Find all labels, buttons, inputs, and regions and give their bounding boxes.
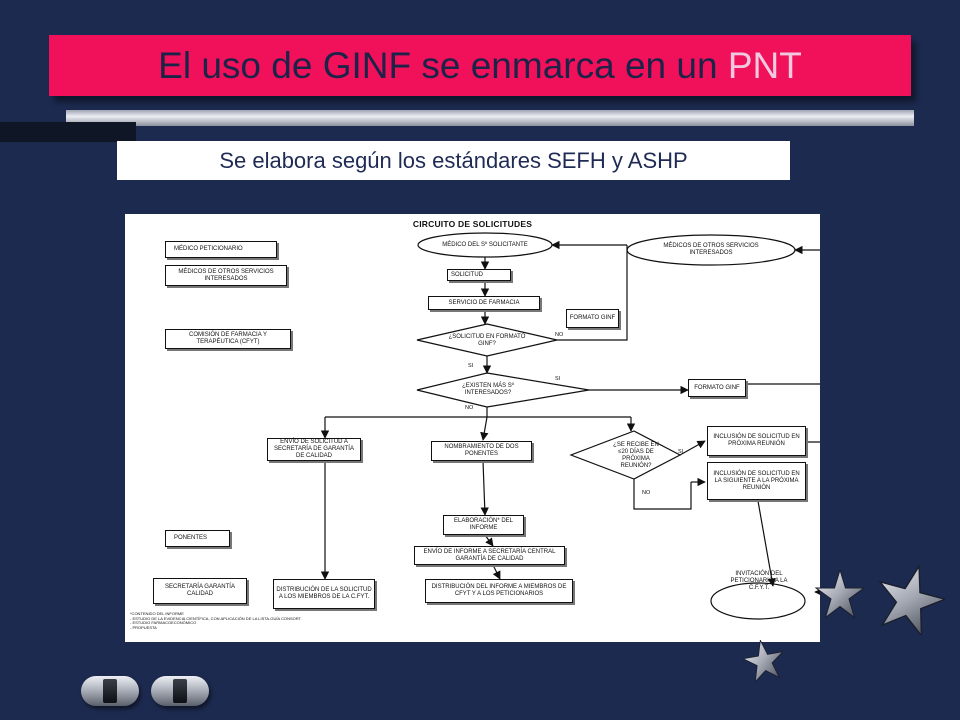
slide-title: El uso de GINF se enmarca en un PNT [49,35,911,96]
node-medicos-otros-legend: MÉDICOS DE OTROS SERVICIOS INTERESADOS [165,265,287,286]
node-text: ¿EXISTEN MÁS Sº INTERESADOS? [462,383,514,396]
node-ponentes: PONENTES [165,530,230,547]
slide-subtitle: Se elabora según los estándares SEFH y A… [219,148,688,173]
branch-si-2: SI [555,376,561,382]
arrow-envio-informe-distribucion [492,564,501,580]
node-text: FORMATO GINF [694,384,740,391]
arrow-inclusion-siguiente-invitacion [757,500,776,587]
node-medico-peticionario: MÉDICO PETICIONARIO [165,241,277,258]
node-distribucion-solicitud: DISTRIBUCIÓN DE LA SOLICITUD A LOS MIEMB… [273,579,375,609]
arrow-nombramiento-elaboracion [480,460,489,516]
title-rule [66,110,914,126]
star-icon [815,570,865,619]
node-distribucion-informe: DISTRIBUCIÓN DEL INFORME A MIEMBROS DE C… [425,579,573,603]
label-decision-recibe: ¿SE RECIBE EN ≤20 DÍAS DE PRÓXIMA REUNIÓ… [609,442,663,470]
next-icon [173,679,187,703]
arrow-elaboracion-envio-informe [484,534,494,547]
node-inclusion-siguiente: INCLUSIÓN DE SOLICITUD EN LA SIGUIENTE A… [707,462,806,500]
node-text: MÉDICOS DE OTROS SERVICIOS INTERESADOS [178,268,274,282]
title-prefix: El uso de GINF se enmarca en un [158,45,728,86]
node-text: ELABORACIÓN* DEL INFORME [453,518,514,531]
line-mas-no [325,407,631,418]
node-envio-informe: ENVÍO DE INFORME A SECRETARÍA CENTRAL GA… [414,546,565,565]
star-icon [878,565,945,635]
arrow-no-nombramiento [480,416,489,441]
node-nombramiento: NOMBRAMIENTO DE DOS PONENTES [431,441,532,461]
label-medico-solicitante: MÉDICO DEL Sº SOLICITANTE [425,240,545,251]
node-text: ENVÍO DE SOLICITUD A SECRETARÍA DE GARAN… [274,439,354,459]
previous-button[interactable] [81,676,139,706]
node-text: NOMBRAMIENTO DE DOS PONENTES [444,444,519,457]
note-line: - ESTUDIO DE LA EVIDENCIA CIENTÍFICA, CO… [130,615,302,621]
node-text: COMISIÓN DE FARMACIA Y TERAPÉUTICA (CFYT… [189,332,267,345]
node-formato-ginf-2: FORMATO GINF [688,379,746,397]
node-secretaria: SECRETARÍA GARANTÍA CALIDAD [153,578,247,604]
line-formato-no [557,245,628,341]
node-servicio-farmacia: SERVICIO DE FARMACIA [428,296,540,310]
subtitle-box: Se elabora según los estándares SEFH y A… [117,141,790,180]
branch-no-3: NO [642,490,651,496]
node-text: MÉDICO PETICIONARIO [174,246,243,252]
node-text: ¿SOLICITUD EN FORMATO GINF? [448,334,526,347]
node-text: PONENTES [174,535,208,541]
node-text: DISTRIBUCIÓN DEL INFORME A MIEMBROS DE C… [431,584,567,597]
branch-si-3: SI [678,449,684,455]
title-bar: El uso de GINF se enmarca en un PNT [49,35,911,96]
node-text: INCLUSIÓN DE SOLICITUD EN PRÓXIMA REUNIÓ… [713,434,800,447]
node-text: DISTRIBUCIÓN DE LA SOLICITUD A LOS MIEMB… [276,587,372,600]
note-line: *CONTENIDO DEL INFORME [130,611,184,616]
label-medicos-otros-top: MÉDICOS DE OTROS SERVICIOS INTERESADOS [652,240,770,260]
node-inclusion-proxima: INCLUSIÓN DE SOLICITUD EN PRÓXIMA REUNIÓ… [707,426,806,456]
flow-connectors [320,232,820,620]
node-text: SERVICIO DE FARMACIA [448,299,520,306]
node-envio-solicitud: ENVÍO DE SOLICITUD A SECRETARÍA DE GARAN… [267,438,361,461]
branch-no-1: NO [555,332,564,338]
next-button[interactable] [151,676,209,706]
node-text: INCLUSIÓN DE SOLICITUD EN LA SIGUIENTE A… [713,470,800,491]
flow-diagram: CIRCUITO DE SOLICITUDES MÉDICO PETICIONA… [125,214,820,642]
node-text: SECRETARÍA GARANTÍA CALIDAD [165,584,235,597]
title-rule-shadow [0,122,136,142]
diagram-notes: *CONTENIDO DEL INFORME - ESTUDIO DE LA E… [130,611,302,630]
previous-icon [103,679,117,703]
node-text: MÉDICO DEL Sº SOLICITANTE [442,242,528,248]
note-line: - ESTUDIO FARMACOECONÓMICO [130,620,197,626]
node-formato-ginf-1: FORMATO GINF [566,309,619,328]
title-highlight: PNT [727,45,802,86]
label-decision-mas: ¿EXISTEN MÁS Sº INTERESADOS? [447,383,529,397]
shape-invitacion [710,582,806,620]
line-mas-si-up [735,383,820,385]
branch-no-2: NO [465,405,474,411]
branch-si-1: SI [468,363,474,369]
node-comision: COMISIÓN DE FARMACIA Y TERAPÉUTICA (CFYT… [165,329,291,349]
node-text: ¿SE RECIBE EN ≤20 DÍAS DE PRÓXIMA REUNIÓ… [613,442,659,469]
label-invitacion: INVITACIÓN DEL PETICIONARIO A LA C.F.Y.T… [723,568,795,594]
node-text: MÉDICOS DE OTROS SERVICIOS INTERESADOS [663,243,759,256]
node-text: SOLICITUD [451,271,484,278]
node-solicitud: SOLICITUD [447,269,511,281]
node-text: FORMATO GINF [569,315,616,321]
line-recibe-no [633,479,692,510]
node-elaboracion: ELABORACIÓN* DEL INFORME [443,515,524,535]
label-decision-formato: ¿SOLICITUD EN FORMATO GINF? [447,334,527,348]
star-icon [743,640,785,682]
node-text: INVITACIÓN DEL PETICIONARIO A LA C.F.Y.T… [730,570,788,591]
node-text: ENVÍO DE INFORME A SECRETARÍA CENTRAL GA… [423,548,556,562]
note-line: - PROPUESTA [130,624,157,630]
diagram-title: CIRCUITO DE SOLICITUDES [412,219,533,229]
arrow-recibe-si [679,440,706,456]
